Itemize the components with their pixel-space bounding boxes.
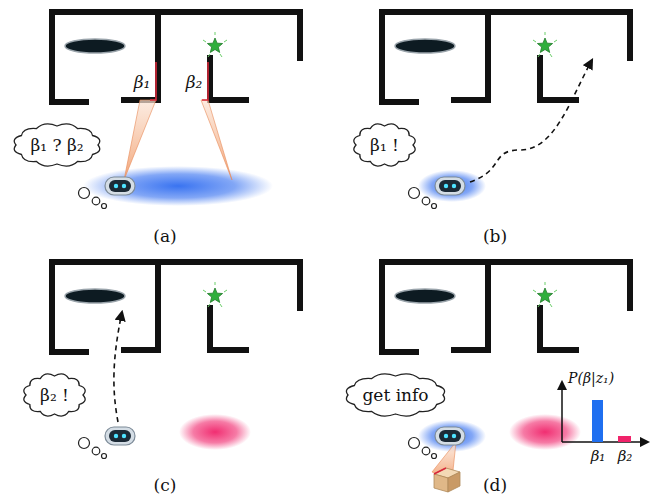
star-ray bbox=[545, 282, 546, 285]
chart-label: P(β|z₁) bbox=[568, 370, 614, 386]
goal-star bbox=[537, 288, 552, 302]
belief-glow bbox=[509, 414, 581, 450]
star-ray bbox=[533, 40, 536, 42]
thought-bubble: β₁ ! bbox=[352, 122, 417, 168]
thought-dot bbox=[432, 454, 437, 459]
hypothesis-label: β₁ bbox=[134, 72, 151, 92]
thought-text: β₂ ! bbox=[40, 385, 69, 405]
wall bbox=[52, 12, 300, 102]
hole bbox=[395, 289, 455, 303]
star-ray bbox=[215, 32, 216, 35]
planned-path bbox=[470, 60, 592, 182]
hole bbox=[65, 39, 125, 53]
panel-caption: (c) bbox=[154, 475, 177, 495]
wall bbox=[382, 262, 630, 352]
chart-label: β₁ bbox=[591, 447, 606, 465]
belief-glow bbox=[179, 414, 251, 450]
thought-dot bbox=[79, 438, 90, 449]
panel bbox=[382, 12, 630, 209]
robot bbox=[105, 177, 135, 195]
thought-bubble: get info bbox=[344, 372, 447, 418]
thought-dot bbox=[102, 204, 107, 209]
thought-text: get info bbox=[362, 385, 428, 405]
thought-dot bbox=[102, 454, 107, 459]
thought-dot bbox=[422, 447, 430, 455]
hypothesis-label: β₂ bbox=[186, 72, 203, 92]
thought-dot bbox=[422, 197, 430, 205]
wall bbox=[540, 308, 576, 350]
star-ray bbox=[538, 304, 540, 307]
goal-star bbox=[537, 38, 552, 52]
thought-text: β₁ ? β₂ bbox=[30, 135, 83, 155]
robot bbox=[435, 177, 465, 195]
thought-dot bbox=[409, 188, 420, 199]
star-ray bbox=[220, 54, 222, 57]
wall bbox=[454, 12, 488, 100]
star-ray bbox=[208, 54, 210, 57]
thought-dot bbox=[432, 204, 437, 209]
hole bbox=[395, 39, 455, 53]
star-ray bbox=[538, 54, 540, 57]
star-ray bbox=[554, 40, 557, 42]
star-ray bbox=[215, 282, 216, 285]
star-ray bbox=[220, 304, 222, 307]
observed-edge bbox=[150, 62, 156, 100]
wall bbox=[52, 349, 86, 355]
belief-glow bbox=[83, 166, 273, 206]
thought-text: β₁ ! bbox=[370, 135, 399, 155]
wall bbox=[382, 349, 416, 355]
wall bbox=[210, 308, 246, 350]
observed-edge bbox=[434, 468, 446, 474]
wall bbox=[540, 58, 576, 100]
star-ray bbox=[554, 290, 557, 292]
thought-bubble: β₂ ! bbox=[22, 372, 87, 418]
panel bbox=[52, 12, 300, 209]
sensor-beam bbox=[124, 100, 156, 180]
panel-caption: (d) bbox=[483, 475, 507, 495]
goal-star bbox=[207, 38, 222, 52]
sensor-beam bbox=[201, 100, 232, 180]
wall bbox=[382, 99, 416, 105]
star-ray bbox=[550, 54, 552, 57]
wall bbox=[210, 58, 246, 100]
wall bbox=[124, 262, 158, 350]
wall bbox=[52, 99, 86, 105]
star-ray bbox=[533, 290, 536, 292]
planned-path bbox=[114, 312, 122, 422]
wall bbox=[124, 12, 158, 100]
star-ray bbox=[224, 290, 227, 292]
star-ray bbox=[208, 304, 210, 307]
robot bbox=[105, 427, 135, 445]
panel bbox=[382, 262, 648, 492]
thought-dot bbox=[409, 438, 420, 449]
goal-star bbox=[207, 288, 222, 302]
panel-caption: (a) bbox=[153, 226, 176, 246]
panel-caption: (b) bbox=[483, 226, 507, 246]
thought-dot bbox=[92, 197, 100, 205]
thought-dot bbox=[79, 188, 90, 199]
star-ray bbox=[545, 32, 546, 35]
chart-label: β₂ bbox=[618, 447, 633, 465]
thought-dot bbox=[92, 447, 100, 455]
wall bbox=[52, 262, 300, 352]
robot bbox=[435, 427, 465, 445]
hole bbox=[65, 289, 125, 303]
posterior-chart bbox=[562, 382, 648, 442]
star-ray bbox=[203, 290, 206, 292]
star-ray bbox=[203, 40, 206, 42]
star-ray bbox=[550, 304, 552, 307]
observed-edge bbox=[202, 62, 208, 100]
wall bbox=[454, 262, 488, 350]
object-box bbox=[434, 468, 460, 492]
wall bbox=[382, 12, 630, 102]
thought-bubble: β₁ ? β₂ bbox=[12, 122, 102, 168]
panel bbox=[52, 262, 300, 459]
star-ray bbox=[224, 40, 227, 42]
